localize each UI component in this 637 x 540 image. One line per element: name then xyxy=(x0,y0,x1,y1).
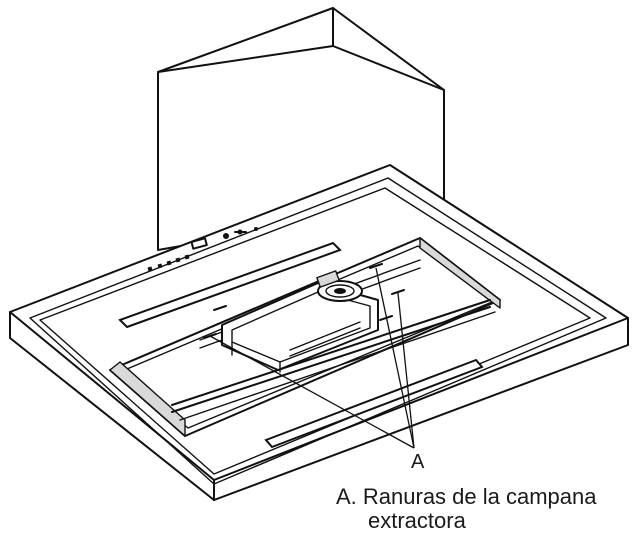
slot-top xyxy=(118,241,342,329)
callout-label-a: A xyxy=(411,451,425,473)
callout-leaders xyxy=(209,267,415,449)
legend-text-line2: extractora xyxy=(368,508,466,533)
control-panel xyxy=(147,227,258,272)
blower-housing xyxy=(221,270,379,373)
legend-text-line1: A. Ranuras de la campana xyxy=(336,484,597,509)
slot-bottom xyxy=(264,358,484,449)
